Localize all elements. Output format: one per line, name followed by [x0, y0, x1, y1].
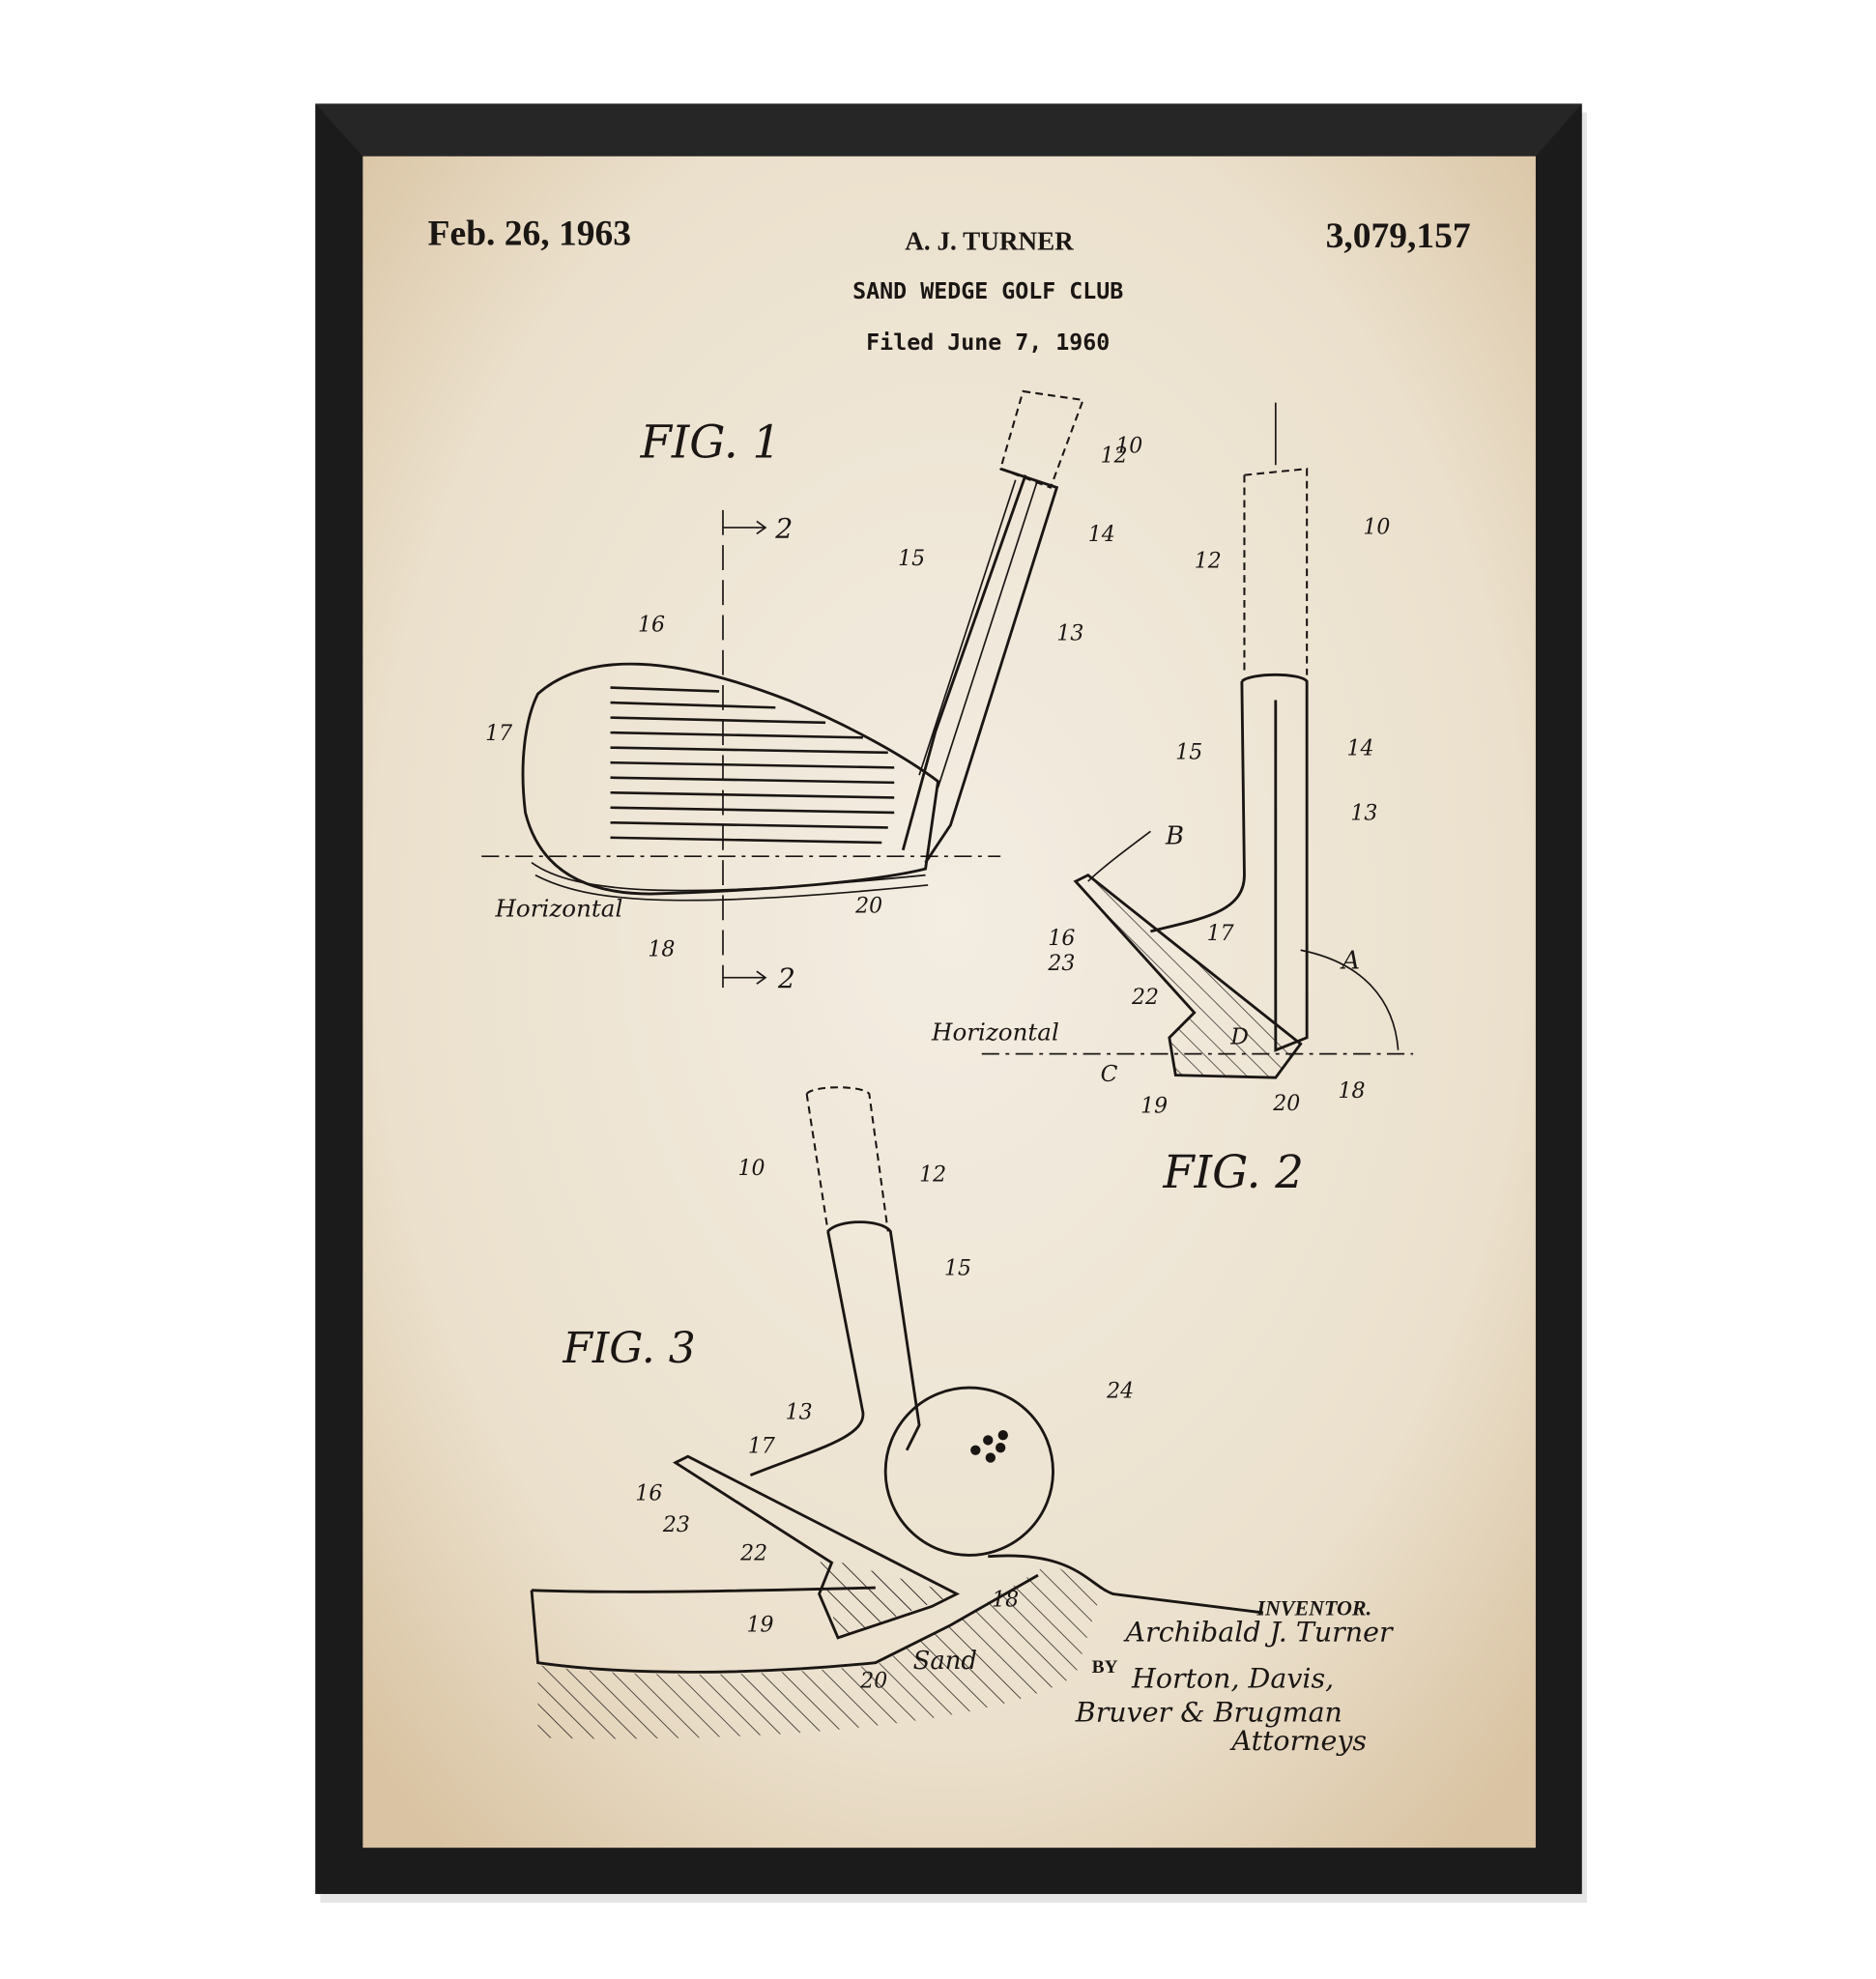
svg-text:15: 15 — [1175, 740, 1202, 764]
svg-text:18: 18 — [992, 1588, 1019, 1612]
svg-text:16: 16 — [635, 1481, 662, 1506]
fig2-drawing: FIG. 2 Horizontal 10 12 15 14 13 B A 16 … — [931, 402, 1414, 1198]
svg-text:FIG. 2: FIG. 2 — [1162, 1146, 1303, 1198]
svg-text:10: 10 — [1115, 434, 1142, 458]
svg-text:13: 13 — [1056, 621, 1083, 645]
svg-text:17: 17 — [748, 1434, 775, 1458]
patent-number: 3,079,157 — [1326, 216, 1471, 256]
svg-text:16: 16 — [638, 613, 665, 637]
svg-text:17: 17 — [1207, 922, 1234, 946]
svg-text:16: 16 — [1048, 927, 1075, 951]
attorneys-line1: Horton, Davis, — [1131, 1663, 1334, 1695]
svg-text:Sand: Sand — [913, 1647, 977, 1676]
inventor-name: Archibald J. Turner — [1123, 1617, 1394, 1649]
filed-date: Filed June 7, 1960 — [866, 330, 1110, 356]
svg-text:15: 15 — [944, 1257, 971, 1281]
svg-text:Horizontal: Horizontal — [931, 1018, 1059, 1046]
svg-text:19: 19 — [1140, 1094, 1168, 1118]
attorneys-line3: Attorneys — [1229, 1725, 1368, 1757]
svg-text:13: 13 — [1350, 802, 1377, 826]
svg-text:20: 20 — [854, 894, 882, 918]
svg-text:Horizontal: Horizontal — [495, 894, 623, 922]
svg-text:13: 13 — [786, 1400, 813, 1424]
svg-text:22: 22 — [739, 1542, 767, 1566]
svg-text:10: 10 — [1363, 515, 1390, 539]
svg-text:18: 18 — [1338, 1079, 1365, 1104]
svg-text:14: 14 — [1347, 736, 1374, 760]
svg-text:24: 24 — [1106, 1379, 1134, 1403]
fig1-drawing: FIG. 1 2 2 Horizontal 10 12 14 15 13 16 … — [481, 389, 1142, 994]
svg-text:12: 12 — [1195, 549, 1222, 573]
svg-text:D: D — [1229, 1023, 1249, 1049]
inventor-short: A. J. TURNER — [905, 227, 1074, 256]
patent-date: Feb. 26, 1963 — [428, 215, 631, 254]
paper — [362, 156, 1536, 1849]
svg-text:2: 2 — [777, 962, 795, 994]
svg-text:2: 2 — [774, 512, 793, 544]
svg-text:12: 12 — [919, 1163, 946, 1188]
svg-text:20: 20 — [859, 1670, 887, 1694]
svg-text:FIG. 3: FIG. 3 — [562, 1324, 695, 1373]
inventor-label: INVENTOR. — [1255, 1596, 1371, 1620]
svg-text:C: C — [1101, 1061, 1118, 1087]
svg-text:20: 20 — [1272, 1092, 1300, 1116]
svg-text:12: 12 — [1101, 445, 1128, 469]
svg-text:18: 18 — [648, 938, 675, 962]
svg-text:19: 19 — [747, 1613, 774, 1637]
svg-text:22: 22 — [1131, 986, 1159, 1010]
svg-text:B: B — [1165, 821, 1184, 850]
fig3-drawing: FIG. 3 Sand 10 12 15 13 24 17 16 23 22 1… — [530, 1086, 1264, 1739]
patent-title: SAND WEDGE GOLF CLUB — [852, 278, 1123, 304]
svg-text:17: 17 — [485, 722, 512, 746]
attorneys-line2: Bruver & Brugman — [1075, 1696, 1342, 1728]
svg-text:14: 14 — [1088, 523, 1115, 547]
svg-text:A: A — [1340, 947, 1360, 976]
svg-text:10: 10 — [738, 1157, 765, 1181]
svg-text:23: 23 — [1047, 952, 1075, 976]
svg-text:FIG. 1: FIG. 1 — [640, 416, 781, 469]
by-label: BY — [1092, 1657, 1118, 1678]
signature-block: INVENTOR. Archibald J. Turner BY Horton,… — [1075, 1596, 1394, 1758]
svg-text:15: 15 — [898, 547, 925, 571]
svg-text:23: 23 — [662, 1513, 690, 1537]
